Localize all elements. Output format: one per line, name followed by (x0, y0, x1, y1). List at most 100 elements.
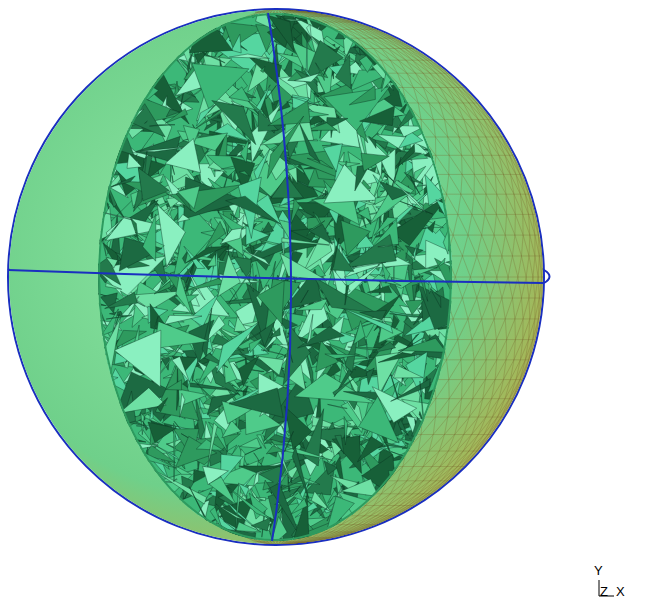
tet-shard (393, 365, 423, 378)
tet-shard (207, 254, 216, 267)
tet-shard (457, 180, 468, 193)
tet-shard (119, 446, 177, 468)
tet-shard (180, 393, 185, 417)
tet-shard (114, 330, 160, 387)
tet-shard (170, 185, 242, 213)
tet-shard (282, 238, 329, 245)
tet-shard (106, 220, 122, 236)
tet-shard (289, 494, 309, 556)
tet-shard (384, 449, 410, 500)
tet-shard (436, 258, 445, 268)
tet-shard (106, 257, 118, 268)
tet-shard (65, 216, 90, 246)
tet-shard (130, 291, 182, 310)
tet-shard (323, 144, 342, 172)
tet-shard (166, 109, 179, 116)
tet-shard (291, 198, 300, 224)
tet-shard (240, 139, 248, 162)
tet-shard (453, 283, 463, 310)
tet-shard (445, 161, 454, 194)
tet-shard (329, 422, 335, 429)
tet-shard (86, 135, 108, 148)
tet-shard (391, 452, 404, 457)
tet-shard (154, 321, 209, 348)
tet-shard (266, 446, 284, 454)
tet-shard (268, 101, 310, 126)
tet-shard (378, 244, 399, 247)
tet-shard (143, 214, 156, 261)
tet-shard (367, 286, 391, 293)
tet-shard (349, 86, 375, 105)
tet-shard (361, 153, 389, 171)
tet-shard (209, 477, 236, 505)
tet-shard (177, 186, 200, 209)
tet-shard (257, 281, 284, 324)
meridian-line (268, 13, 291, 541)
tet-shard (353, 321, 365, 345)
tet-shard (218, 254, 241, 296)
tet-shard (430, 289, 440, 308)
wire-front (8, 13, 614, 596)
tet-shard (370, 180, 414, 224)
tet-shard (162, 358, 170, 370)
tet-shard (298, 327, 345, 348)
equator-line (8, 270, 544, 283)
tet-shard (405, 300, 424, 315)
tet-shard (366, 339, 369, 361)
tet-shard (217, 322, 259, 373)
tet-shard (266, 85, 276, 99)
tet-shard (142, 421, 148, 431)
tet-shard (374, 342, 396, 352)
tet-shard (398, 338, 446, 352)
tet-shard (328, 404, 348, 408)
tet-shard (311, 491, 331, 512)
tet-shard (285, 406, 312, 450)
tet-shard (285, 431, 294, 451)
tet-shard (239, 171, 249, 176)
tet-shard (166, 502, 187, 534)
cut-fill (98, 13, 452, 541)
tet-shard (174, 423, 176, 481)
tet-shard (413, 268, 437, 277)
tet-shard (284, 448, 332, 460)
axis-label: X (616, 585, 625, 598)
tet-shard (205, 221, 225, 248)
tet-shard (433, 417, 451, 425)
tet-shard (120, 421, 128, 431)
sphere-outline (8, 9, 544, 545)
tet-shard (344, 416, 348, 445)
tet-shard (366, 368, 374, 385)
tet-shard (369, 136, 377, 148)
tet-shard (138, 168, 169, 201)
tet-shard (442, 139, 447, 144)
tet-shard (294, 73, 319, 82)
tet-shard (358, 207, 372, 221)
tet-shard (189, 487, 207, 522)
tet-shard (157, 205, 185, 267)
tet-shard (298, 208, 314, 218)
tet-shard (140, 47, 161, 62)
tet-shard (260, 67, 264, 73)
tet-shard (66, 231, 100, 292)
tet-shard (469, 327, 475, 356)
tet-shard (325, 354, 360, 359)
tet-shard (166, 380, 182, 390)
tet-shard (341, 479, 379, 497)
tet-shard (234, 316, 247, 331)
tet-shard (202, 308, 212, 358)
tet-shard (176, 274, 192, 315)
tet-shard (258, 457, 264, 464)
tet-shard (191, 532, 214, 537)
tet-shard (295, 373, 375, 403)
tet-shard (343, 18, 364, 59)
tet-shard (393, 127, 398, 134)
tet-shard (398, 338, 423, 354)
tet-shard (384, 442, 411, 449)
tet-shard (225, 248, 233, 252)
tet-shard (238, 483, 249, 496)
tet-shard (333, 378, 355, 395)
tet-shard (330, 238, 339, 275)
tet-shard (390, 311, 428, 318)
